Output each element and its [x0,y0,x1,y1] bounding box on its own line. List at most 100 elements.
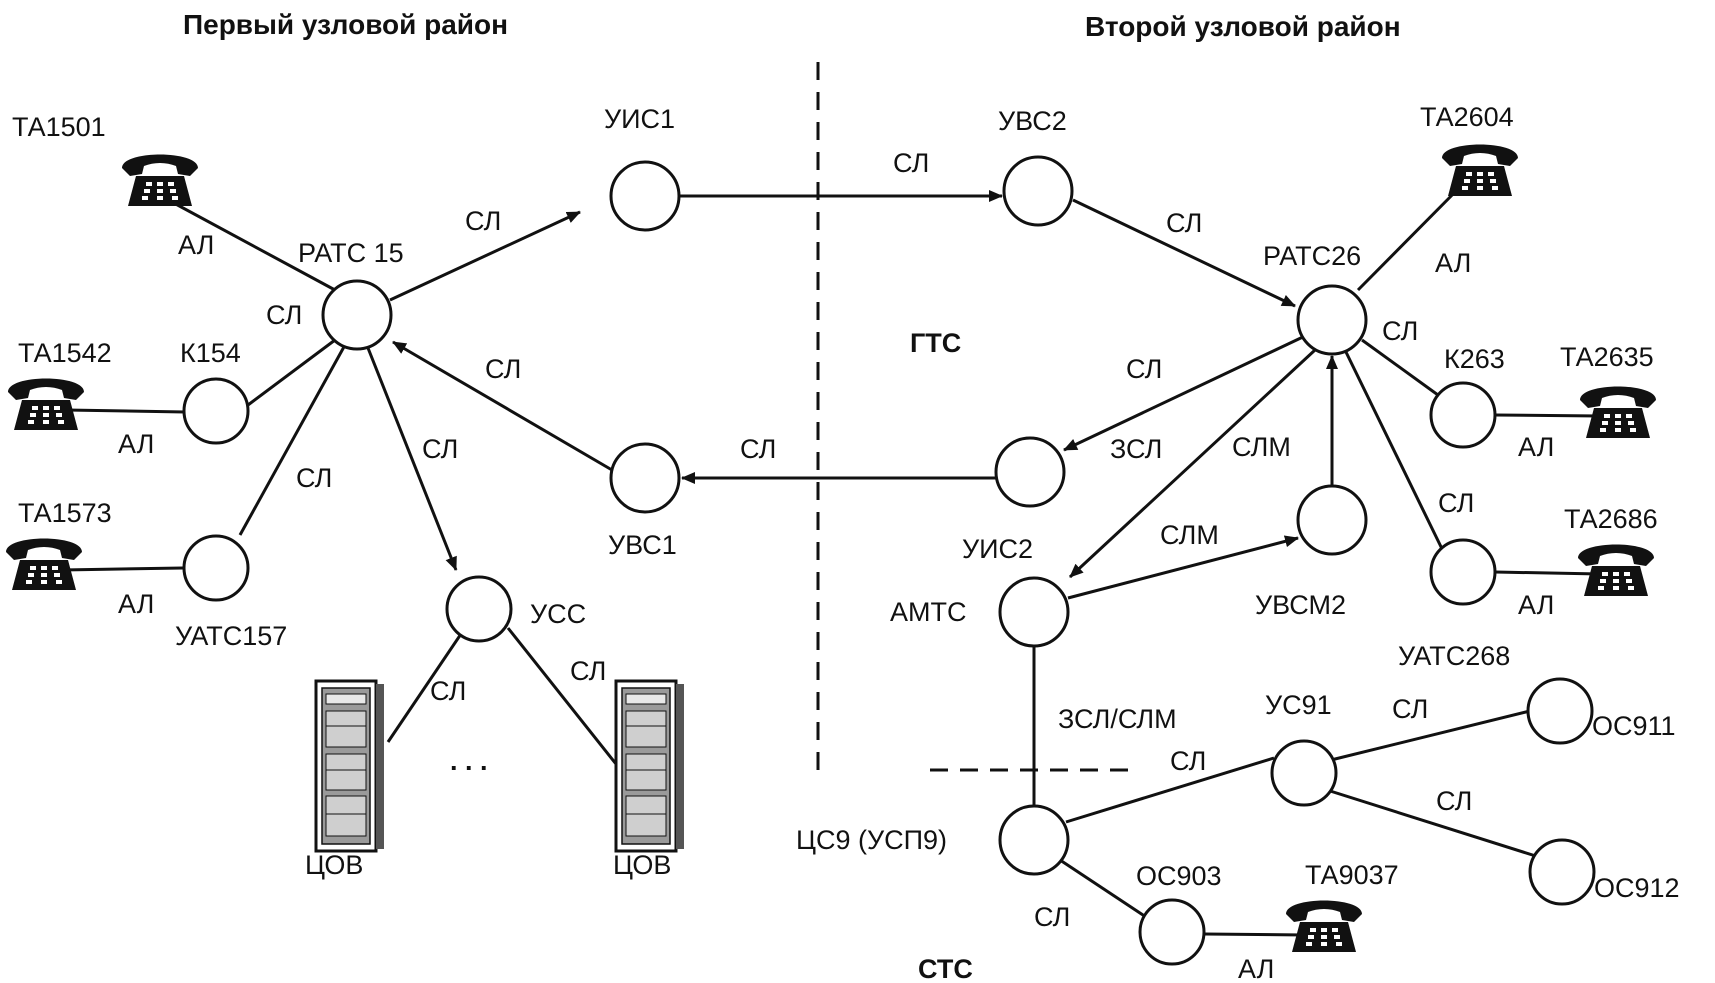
edge-oc903-ta9037 [1203,932,1306,937]
edge-cs9-uc91 [1065,756,1275,824]
uatc157-label: УАТС157 [175,621,287,651]
telephone-icon [122,154,198,206]
node-amtc [998,576,1070,648]
edge-label-sl: СЛ [1034,902,1070,932]
amtc-label: АМТС [890,597,967,627]
ta9037-label: ТА9037 [1305,860,1399,890]
edge-label-sl: СЛ [485,354,521,384]
uis1-label: УИС1 [604,104,675,134]
edge-cs9-oc903 [1059,858,1147,919]
telephone-icon [1578,544,1654,596]
uatc268-label: УАТС268 [1398,641,1510,671]
left-district-title: Первый узловой район [183,9,508,40]
edge-label-sl: СЛ [1436,786,1472,816]
telephone-icon [1442,144,1518,196]
edge-label-sl: СЛ [465,206,501,236]
server-rack-icon [614,679,686,853]
edge-label-al: АЛ [1238,954,1274,983]
edge-label-sl: СЛ [430,676,466,706]
edge-label-sl: СЛ [266,300,302,330]
edge-ratc15-ucc [366,347,458,571]
edge-label-sl: СЛ [1166,208,1202,238]
edge-label-al: АЛ [1435,248,1471,278]
edge-k154-ratc15 [247,338,336,407]
edge-label-sl: СЛ [296,463,332,493]
edge-uatc157-ratc15 [238,344,347,536]
node-uis1 [609,160,681,232]
edge-ratc26-uatc268 [1343,349,1447,556]
edge-ta1542-k154 [65,408,186,414]
edge-label-slm: СЛМ [1160,520,1219,550]
cov-left-label: ЦОВ [305,850,363,880]
node-oc912 [1528,838,1596,906]
edge-label-sl: СЛ [422,434,458,464]
ratc15-label: РАТС 15 [298,238,404,268]
edge-label-sl: СЛ [1170,746,1206,776]
edge-ratc26-uis2 [1063,334,1306,452]
ta2635-label: ТА2635 [1560,342,1654,372]
edge-uatc268-ta2686 [1494,570,1601,576]
edge-label-slm: СЛМ [1232,432,1291,462]
server-rack-icon [314,679,386,853]
zone-sts-label: СТС [918,954,973,983]
edge-label-al: АЛ [118,429,154,459]
edge-label-zsl-slm: ЗСЛ/СЛМ [1058,704,1177,734]
ta2686-label: ТА2686 [1564,504,1658,534]
ta2604-label: ТА2604 [1420,102,1514,132]
edge-ratc26-k263 [1361,338,1439,397]
edge-ratc15-uis1 [389,210,581,302]
edge-label-sl: СЛ [893,148,929,178]
edge-label-sl: СЛ [570,656,606,686]
node-k154 [182,377,250,445]
uvcm2-label: УВСМ2 [1255,590,1346,620]
edge-label-zsl: ЗСЛ [1110,434,1162,464]
node-ratc15 [321,279,393,351]
uis2-label: УИС2 [962,534,1033,564]
node-uvcm2 [1296,484,1368,556]
node-k263 [1429,381,1497,449]
edge-ratc26-amtc [1068,348,1317,579]
edge-label-al: АЛ [1518,590,1554,620]
edge-uvc1-ratc15 [392,340,613,472]
edge-label-al: АЛ [178,230,214,260]
edge-ta1573-uatc157 [61,566,184,572]
node-uatc157 [182,534,250,602]
uvc1-label: УВС1 [608,530,677,560]
uvc2-label: УВС2 [998,106,1067,136]
node-oc903 [1138,898,1206,966]
edge-ratc26-ta2604 [1356,180,1467,292]
oc903-label: ОС903 [1136,861,1222,891]
edge-label-sl: СЛ [1438,488,1474,518]
right-district-title: Второй узловой район [1085,11,1401,42]
node-oc911 [1526,677,1594,745]
telephone-icon [1286,900,1362,952]
node-uis2 [994,436,1066,508]
node-uatc268 [1429,538,1497,606]
ellipsis: . . . [450,746,488,776]
edge-uvc2-ratc26 [1072,198,1296,308]
edge-uc91-oc912 [1326,788,1543,860]
edge-label-sl: СЛ [740,434,776,464]
oc911-label: ОС911 [1592,711,1676,741]
k154-label: К154 [180,338,241,368]
ta1573-label: ТА1573 [18,498,112,528]
telephone-icon [1580,386,1656,438]
edge-label-sl: СЛ [1126,354,1162,384]
telephone-icon [8,378,84,430]
edge-label-sl: СЛ [1382,316,1418,346]
edge-ucc-cov-left [386,627,467,743]
oc912-label: ОС912 [1594,873,1680,903]
node-uvc1 [609,442,681,514]
edge-amtc-uvcm2 [1067,535,1299,600]
node-uc91 [1270,739,1338,807]
ratc26-label: РАТС26 [1263,241,1361,271]
edge-label-sl: СЛ [1392,694,1428,724]
uc91-label: УС91 [1265,690,1332,720]
edge-ucc-cov-right [506,627,618,765]
k263-label: К263 [1444,344,1505,374]
node-ratc26 [1296,284,1368,356]
cov-right-label: ЦОВ [613,850,671,880]
node-uvc2 [1002,155,1074,227]
